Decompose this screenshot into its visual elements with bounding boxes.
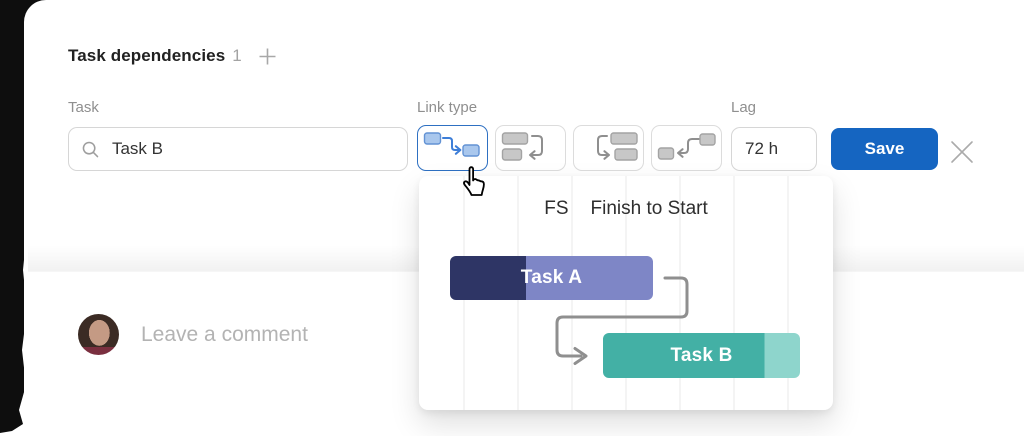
grid-line: [787, 176, 789, 410]
page-title: Task dependencies: [68, 46, 226, 65]
lag-input[interactable]: [745, 139, 803, 159]
link-type-sf-icon: [657, 133, 716, 160]
user-avatar: [78, 314, 119, 355]
link-type-ss-icon: [596, 132, 638, 161]
link-type-code: FS: [544, 198, 569, 219]
link-type-finish-to-finish-button[interactable]: [495, 125, 566, 171]
link-type-finish-to-start-button[interactable]: [417, 125, 488, 171]
task-dependencies-header: Task dependencies 1: [68, 46, 277, 66]
add-dependency-button[interactable]: [258, 47, 277, 66]
task-input[interactable]: [111, 139, 395, 159]
dependency-count: 1: [232, 46, 242, 65]
close-icon: [951, 141, 973, 163]
link-type-fs-icon: [423, 132, 480, 157]
lag-field-label: Lag: [731, 99, 757, 116]
link-type-ff-icon: [501, 132, 543, 161]
link-type-title: FS Finish to Start: [419, 198, 833, 220]
link-type-start-to-finish-button[interactable]: [651, 125, 722, 171]
gantt-bar-task-a: Task A: [450, 256, 653, 300]
save-button[interactable]: Save: [831, 128, 938, 170]
plus-icon: [259, 48, 276, 64]
link-type-options: [417, 125, 722, 171]
comment-row: Leave a comment: [78, 314, 308, 355]
search-icon: [82, 141, 99, 157]
gantt-bar-task-b: Task B: [603, 333, 800, 378]
task-search-field[interactable]: [68, 127, 408, 171]
gantt-bar-task-b-label: Task B: [670, 344, 733, 366]
link-type-name: Finish to Start: [590, 198, 708, 219]
gantt-bar-task-a-label: Task A: [520, 267, 583, 288]
link-type-preview-popover: FS Finish to Start Task A Task B: [419, 176, 833, 410]
task-field-label: Task: [68, 99, 99, 116]
close-button[interactable]: [950, 140, 974, 169]
lag-field[interactable]: [731, 127, 817, 171]
link-type-field-label: Link type: [417, 99, 478, 116]
grid-line: [733, 176, 735, 410]
comment-input[interactable]: Leave a comment: [141, 322, 308, 346]
link-type-start-to-start-button[interactable]: [573, 125, 644, 171]
